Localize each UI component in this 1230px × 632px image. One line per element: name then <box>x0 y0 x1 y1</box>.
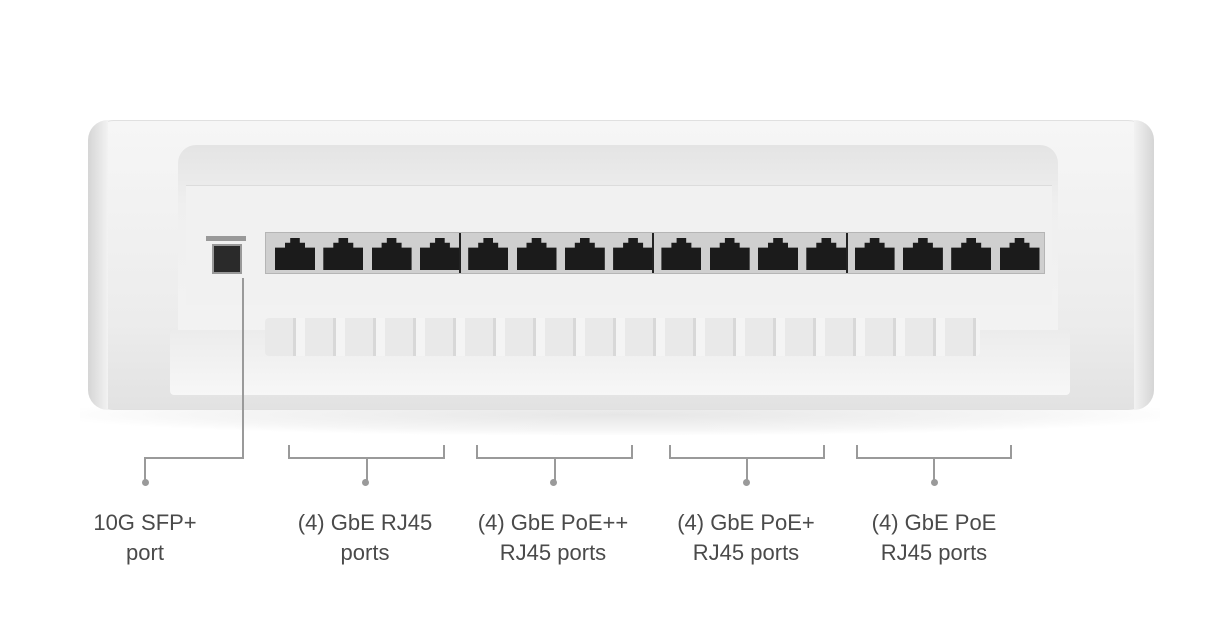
bracket-right <box>823 445 825 459</box>
rj45-port <box>516 238 557 270</box>
rj45-port <box>323 238 364 270</box>
callout-dot <box>550 479 557 486</box>
rj45-port <box>275 238 315 270</box>
port-group-divider <box>458 233 461 273</box>
callout-label-sfp: 10G SFP+port <box>93 510 197 565</box>
bracket-left <box>476 445 478 459</box>
rj45-port <box>951 238 992 270</box>
callout-dot <box>931 479 938 486</box>
bracket-stem <box>554 457 556 481</box>
sfp-label-strip <box>206 236 246 241</box>
bracket-stem <box>366 457 368 481</box>
cable-comb <box>265 318 980 356</box>
rj45-port <box>758 238 798 270</box>
rj45-port <box>806 238 847 270</box>
rj45-port <box>564 238 605 270</box>
callout-dot <box>362 479 369 486</box>
rj45-port <box>902 238 943 270</box>
port-group-divider <box>652 233 654 273</box>
rj45-port <box>613 238 654 270</box>
callout-line-sfp-v <box>144 457 146 481</box>
port-group-divider <box>845 233 848 273</box>
bracket-left <box>669 445 671 459</box>
callout-line-sfp-h <box>144 457 244 459</box>
switch-side-right <box>1134 120 1154 410</box>
bracket-stem <box>933 457 935 481</box>
bracket-left <box>288 445 290 459</box>
rj45-port-panel <box>265 232 1045 274</box>
bracket-left <box>856 445 858 459</box>
bracket-right <box>443 445 445 459</box>
rj45-port <box>371 238 412 270</box>
rj45-port <box>854 238 895 270</box>
sfp-port <box>212 244 242 274</box>
bracket-right <box>631 445 633 459</box>
bracket-right <box>1010 445 1012 459</box>
rj45-port <box>419 238 460 270</box>
rj45-port <box>709 238 750 270</box>
callout-dot <box>743 479 750 486</box>
rj45-port <box>468 238 509 270</box>
callout-line-sfp <box>242 278 244 459</box>
switch-side-left <box>88 120 108 410</box>
bracket-stem <box>746 457 748 481</box>
callout-label-poe-plus-plus: (4) GbE PoE++RJ45 ports <box>477 510 629 565</box>
rj45-port <box>661 238 702 270</box>
callout-dot <box>142 479 149 486</box>
callout-label-poe-plus: (4) GbE PoE+RJ45 ports <box>677 510 815 565</box>
rj45-port <box>999 238 1040 270</box>
